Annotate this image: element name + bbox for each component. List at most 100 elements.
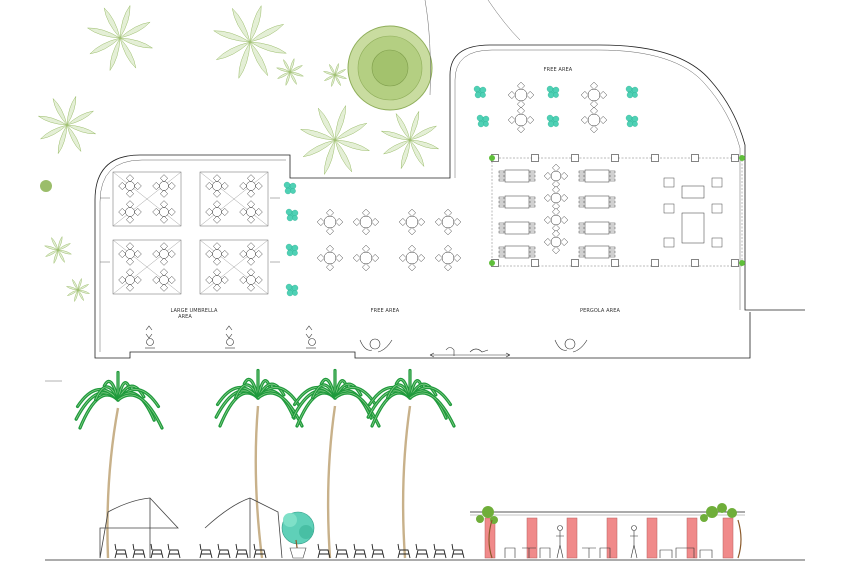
chair: [578, 178, 585, 182]
pergola-round-table: [543, 163, 569, 189]
chair-elevation: [433, 543, 447, 559]
chair: [609, 222, 616, 226]
umbrella-table-set: [152, 268, 176, 292]
umbrella-table-set: [239, 174, 263, 198]
label-umbrella-line1: LARGE UMBRELLA: [171, 308, 218, 314]
umbrella-table-set: [205, 174, 229, 198]
pergola-column: [526, 517, 538, 559]
chair-elevation: [371, 543, 385, 559]
umbrella-frames-elevation: [99, 497, 283, 559]
chair: [498, 254, 505, 258]
umbrella-canopy: [112, 239, 182, 295]
lounge-chair: [663, 203, 675, 214]
shrub: [283, 181, 297, 195]
long-table: [504, 221, 530, 235]
chair: [529, 222, 536, 226]
chair-elevation: [397, 543, 411, 559]
chair: [609, 226, 616, 230]
free-area-table-set: [316, 244, 344, 272]
umbrella-canopy: [112, 171, 182, 227]
chair: [578, 226, 585, 230]
label-pergola-area: PERGOLA AREA: [580, 308, 621, 314]
chair: [578, 170, 585, 174]
free-area-table-set: [316, 208, 344, 236]
lounge-chair: [663, 177, 675, 188]
chair: [529, 250, 536, 254]
chair-elevation: [253, 543, 267, 559]
free-area-table-set: [434, 244, 462, 272]
umbrella-poles: [100, 197, 280, 263]
pergola-round-table: [543, 207, 569, 233]
lounge-chair: [711, 203, 723, 214]
umbrella-canopy: [199, 239, 269, 295]
umbrella-ribs: [112, 171, 182, 227]
shrub: [546, 85, 560, 99]
free-area-table-set: [352, 244, 380, 272]
chair: [578, 246, 585, 250]
chair: [578, 204, 585, 208]
umbrella-table-set: [239, 268, 263, 292]
chair: [609, 204, 616, 208]
free-area-table-set: [434, 208, 462, 236]
chair-elevation: [317, 543, 331, 559]
climbing-plant-plan: [739, 155, 745, 161]
palm-tree: [366, 368, 456, 559]
lounge-sofa: [681, 185, 705, 199]
small-bush: [40, 180, 52, 192]
palm-tree: [214, 368, 304, 559]
chair-elevation: [167, 543, 181, 559]
pergola-column-plan: [571, 154, 579, 162]
umbrella-table-set: [118, 242, 142, 266]
chair: [498, 230, 505, 234]
climbing-plant-plan: [739, 260, 745, 266]
chair: [498, 246, 505, 250]
chair: [578, 222, 585, 226]
lounge-table: [681, 212, 705, 244]
shrub: [625, 85, 639, 99]
chair-elevation: [199, 543, 213, 559]
label-free-area-top: FREE AREA: [544, 67, 573, 73]
pergola-round-table: [543, 229, 569, 255]
umbrella-table-set: [118, 268, 142, 292]
plan-tree-leaf-cluster: [43, 235, 73, 265]
chair-elevation: [335, 543, 349, 559]
chair: [609, 254, 616, 258]
pergola-column: [606, 517, 618, 559]
chair: [529, 174, 536, 178]
chair-elevation: [132, 543, 146, 559]
plan-tree-leaf-cluster: [380, 110, 440, 170]
climbing-plant-plan: [489, 260, 495, 266]
pergola-seating-area: [489, 154, 745, 267]
umbrella-table-set: [205, 242, 229, 266]
chair-elevation: [217, 543, 231, 559]
chair-elevation: [353, 543, 367, 559]
chair: [529, 226, 536, 230]
chair: [529, 246, 536, 250]
chair: [529, 200, 536, 204]
chair-elevation: [415, 543, 429, 559]
free-area-seating: [316, 208, 462, 272]
free-area-table-set: [352, 208, 380, 236]
pergola-column: [722, 517, 734, 559]
free-top-table-set: [507, 81, 535, 109]
chair: [498, 174, 505, 178]
long-table: [504, 195, 530, 209]
chair: [578, 254, 585, 258]
pergola-column-plan: [731, 154, 739, 162]
label-free-area-bottom: FREE AREA: [371, 308, 400, 314]
pergola-elevation: [470, 503, 745, 559]
chair: [529, 170, 536, 174]
elevation-chairs: [114, 543, 465, 559]
chair: [609, 250, 616, 254]
label-umbrella-line2: AREA: [178, 314, 192, 320]
plan-tree-leaf-cluster: [212, 4, 288, 80]
chair: [498, 170, 505, 174]
free-area-table-set: [398, 244, 426, 272]
umbrella-table-set: [152, 200, 176, 224]
chair: [609, 174, 616, 178]
shrub: [285, 243, 299, 257]
umbrella-table-set: [152, 242, 176, 266]
pergola-column: [566, 517, 578, 559]
